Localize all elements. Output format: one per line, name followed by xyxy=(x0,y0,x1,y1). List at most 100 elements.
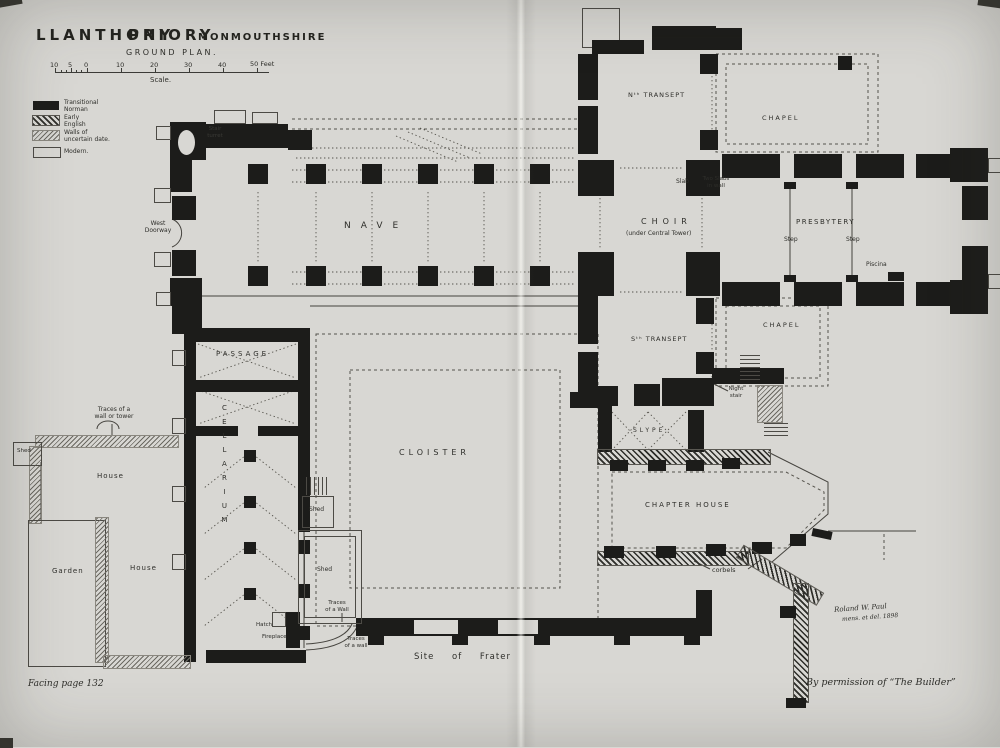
outline-porch xyxy=(214,110,246,124)
wall-segment xyxy=(856,154,904,178)
wall-opening xyxy=(498,620,538,634)
crossing-pier xyxy=(686,252,720,296)
wall-segment xyxy=(592,40,644,54)
room-label-chapter-house: CHAPTER HOUSE xyxy=(645,501,731,509)
scale-number: 5 xyxy=(68,61,73,69)
scale-subtick xyxy=(76,70,77,73)
annotation-fireplace: Fireplace xyxy=(262,634,287,640)
annotation-stair-turret: Stair turret xyxy=(200,126,230,139)
pier xyxy=(362,266,382,286)
annotation-line: in wall xyxy=(707,182,725,189)
pier xyxy=(700,54,718,74)
annotation-west-doorway: West Doorway xyxy=(140,220,176,234)
scale-number: 20 xyxy=(150,61,159,69)
wall-segment xyxy=(856,282,904,306)
wall-segment xyxy=(184,380,310,392)
outline-buttress xyxy=(172,486,186,502)
pier xyxy=(248,164,268,184)
page-title-2: PRIORY xyxy=(128,26,215,44)
wall-segment xyxy=(962,246,988,280)
scale-label: Scale. xyxy=(150,76,172,84)
outline-buttress xyxy=(154,252,171,267)
room-label-south-transept: Sᵗʰ TRANSEPT xyxy=(631,335,688,343)
column xyxy=(244,588,256,600)
signature-date: mens. et del. 1898 xyxy=(841,612,899,623)
legend-swatch-uncertain-date xyxy=(32,130,60,141)
step-block xyxy=(784,275,796,282)
legend-label: Norman xyxy=(64,106,88,113)
annotation-line: stair xyxy=(729,392,743,399)
outline-shed xyxy=(13,442,42,466)
piscina-block xyxy=(888,272,904,281)
pier xyxy=(306,164,326,184)
annotation-night-stair: Night stair xyxy=(722,386,750,399)
wall-segment xyxy=(258,426,300,436)
annotation-traces-wall-lower: Traces of a wall xyxy=(339,636,373,649)
wall-segment xyxy=(688,410,704,452)
wall-segment xyxy=(172,250,196,276)
legend-swatch-early-english xyxy=(32,115,60,126)
room-label-chapel-north: CHAPEL xyxy=(762,114,800,122)
wall-segment xyxy=(170,160,192,192)
annotation-line: Doorway xyxy=(144,227,172,235)
outline-buttress xyxy=(172,554,186,570)
pier xyxy=(648,460,666,471)
annotation-line: of a Wall xyxy=(325,606,349,613)
legend-label: Modern. xyxy=(64,148,89,155)
annotation-line: Traces xyxy=(328,600,346,606)
scale-tick xyxy=(121,68,122,73)
title-subtitle: GROUND PLAN. xyxy=(126,48,219,57)
fireplace-block xyxy=(286,612,300,648)
column xyxy=(244,450,256,462)
scale-number: 40 xyxy=(218,61,227,69)
annotation-line: Traces of a xyxy=(97,406,131,413)
scale-tick xyxy=(87,68,88,73)
wall-segment xyxy=(916,282,950,306)
annotation-line: Stair xyxy=(208,126,222,132)
scale-tick xyxy=(257,68,258,73)
room-label-shed-nw: Shed xyxy=(17,448,31,454)
pier xyxy=(306,266,326,286)
hatched-wall-segment xyxy=(103,655,191,669)
room-label-site-of-frater: Site of Frater xyxy=(414,652,511,662)
legend-label: Walls of xyxy=(64,129,88,136)
scale-tick xyxy=(55,68,56,73)
pier xyxy=(418,266,438,286)
annotation-traces-tower: Traces of a wall or tower xyxy=(84,406,144,420)
outline-buttress xyxy=(172,418,186,434)
outline-buttress xyxy=(988,158,1000,173)
legend-label: uncertain date. xyxy=(64,136,110,143)
scale-bar-line xyxy=(55,72,269,73)
scale-subtick xyxy=(61,70,62,73)
legend-label: Early xyxy=(64,114,80,121)
annotation-traces-wall-upper: Traces of a Wall xyxy=(320,600,354,613)
step-block xyxy=(846,275,858,282)
buttress xyxy=(614,636,630,645)
room-label-garden: Garden xyxy=(52,567,84,575)
wall-segment xyxy=(722,154,780,178)
wall-segment xyxy=(570,392,600,408)
pier xyxy=(530,266,550,286)
legend-label: Transitional xyxy=(64,99,99,106)
outline-buttress xyxy=(156,126,171,140)
wall-segment xyxy=(578,54,598,100)
hatch-opening xyxy=(272,612,286,627)
scale-tick xyxy=(71,68,72,73)
annotation-line: West xyxy=(150,220,166,227)
scale-tick xyxy=(223,68,224,73)
hatched-wall-segment xyxy=(29,446,42,524)
legend-swatch-transitional-norman xyxy=(33,101,59,110)
wall-segment xyxy=(634,384,660,406)
annotation-step-right: Step xyxy=(846,236,860,243)
photo-edge xyxy=(977,0,1000,9)
scale-subtick xyxy=(81,70,82,73)
steps xyxy=(306,477,330,495)
wall-segment xyxy=(598,404,612,452)
photo-edge xyxy=(0,738,13,748)
pier xyxy=(298,626,310,640)
annotation-line: Traces xyxy=(347,636,365,642)
wall-segment xyxy=(172,196,196,220)
outline-buttress xyxy=(154,188,171,203)
annotation-two-slabs: Two Slabs in wall xyxy=(696,176,736,189)
